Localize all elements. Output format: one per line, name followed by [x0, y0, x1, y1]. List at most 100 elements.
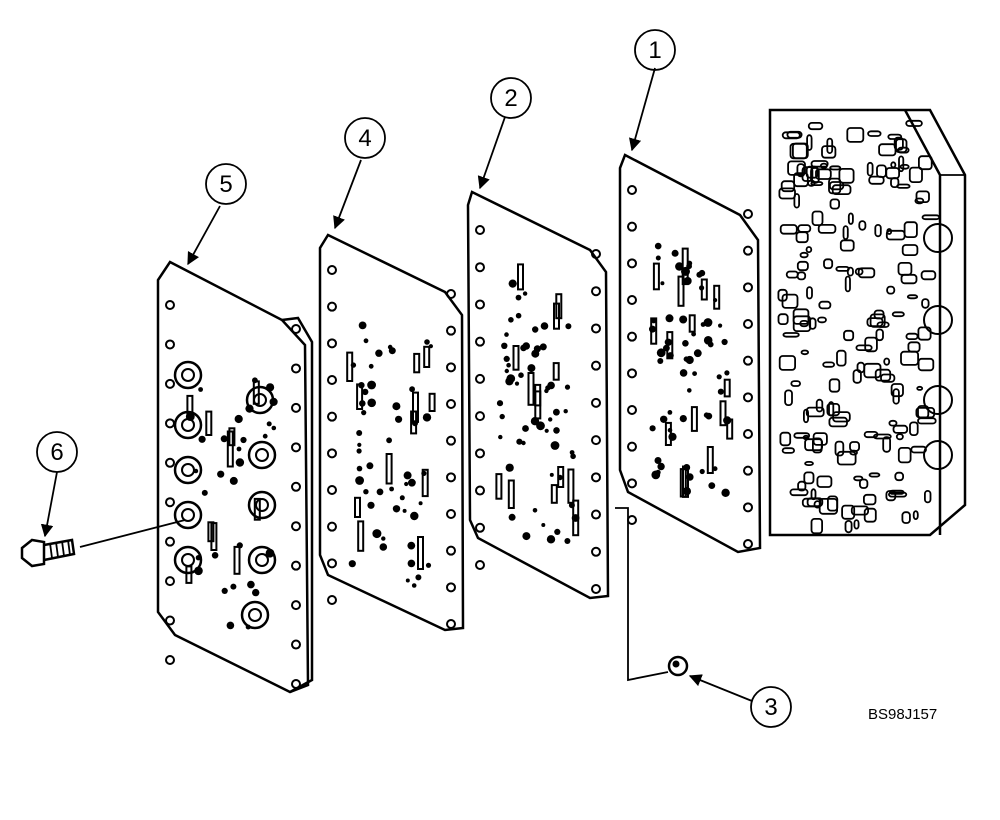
- casting-cavity: [846, 127, 865, 143]
- casting-cavity: [777, 313, 789, 326]
- casting-cavity: [898, 155, 905, 173]
- bolt-hole: [291, 402, 301, 413]
- casting-cavity: [826, 402, 841, 417]
- passage-hole: [692, 371, 697, 376]
- passage-hole: [386, 437, 392, 444]
- slot: [185, 565, 193, 584]
- bolt-hole: [475, 560, 485, 570]
- bolt-hole: [446, 325, 456, 336]
- bolt-hole: [743, 392, 753, 403]
- slot: [428, 392, 436, 412]
- passage-hole: [408, 478, 416, 487]
- passage-hole: [515, 294, 522, 301]
- passage-hole: [569, 450, 575, 455]
- passage-hole: [527, 364, 536, 373]
- casting-cavity: [901, 244, 919, 257]
- casting-cavity: [905, 332, 919, 341]
- casting-cavity: [917, 417, 937, 425]
- passage-hole: [703, 336, 713, 345]
- bolt-hole: [627, 405, 637, 415]
- boss-bore: [255, 448, 269, 462]
- passage-hole: [683, 356, 689, 362]
- casting-cavity: [882, 436, 892, 453]
- slot: [567, 468, 575, 504]
- casting-cavity: [841, 504, 856, 520]
- passage-hole: [665, 314, 674, 323]
- bolt-hole: [291, 324, 301, 334]
- passage-hole: [691, 331, 696, 337]
- slot: [410, 410, 418, 435]
- slot: [205, 410, 213, 437]
- casting-cavity: [778, 187, 796, 200]
- bolt-hole: [165, 339, 175, 350]
- slot: [527, 372, 535, 406]
- passage-hole: [389, 486, 394, 492]
- passage-hole: [362, 388, 369, 396]
- bolt-hole: [446, 399, 456, 409]
- passage-hole: [675, 262, 684, 271]
- casting-cavity: [849, 441, 861, 452]
- passage-hole: [501, 342, 508, 349]
- passage-hole: [541, 523, 546, 527]
- passage-hole: [724, 370, 730, 376]
- casting-cavity: [810, 518, 824, 535]
- bolt-hole: [327, 411, 337, 422]
- casting-cavity: [786, 130, 803, 139]
- passage-hole: [376, 488, 384, 496]
- casting-cavity: [784, 389, 793, 406]
- casting-cavity: [914, 197, 925, 205]
- bolt-hole: [291, 639, 301, 650]
- passage-hole: [262, 433, 268, 439]
- passage-hole: [564, 538, 571, 544]
- casting-cavity: [857, 267, 876, 279]
- casting-cavity: [894, 471, 904, 482]
- casting-cavity: [838, 167, 855, 184]
- bolt-hole: [743, 502, 753, 513]
- passage-hole: [395, 415, 403, 423]
- casting-cavity: [805, 246, 813, 254]
- passage-hole: [657, 462, 665, 471]
- passage-hole: [361, 410, 367, 416]
- casting-cavity: [802, 434, 810, 441]
- slot: [552, 362, 560, 381]
- casting-cavity: [892, 424, 909, 434]
- passage-hole: [717, 388, 725, 395]
- slot: [679, 468, 687, 498]
- casting-cavity: [918, 155, 933, 171]
- bolt-hole: [627, 478, 637, 489]
- casting-cavity: [903, 221, 918, 238]
- passage-hole: [387, 344, 393, 350]
- casting-cavity: [854, 267, 864, 276]
- bolt-hole: [446, 582, 456, 593]
- casting-cavity: [897, 446, 912, 464]
- bolt-hole: [165, 378, 175, 389]
- passage-hole: [498, 434, 503, 440]
- passage-hole: [367, 380, 376, 390]
- bolt-hole: [627, 258, 637, 269]
- casting-cavity: [799, 251, 809, 259]
- casting-cavity: [816, 475, 833, 488]
- slot: [517, 263, 524, 291]
- passage-hole: [687, 388, 692, 393]
- passage-hole: [655, 469, 661, 475]
- slot: [421, 468, 429, 498]
- slot: [719, 400, 727, 427]
- casting-cavity: [806, 134, 813, 151]
- bolt-hole: [627, 368, 637, 379]
- bolt-hole: [475, 336, 485, 347]
- slot: [357, 520, 365, 552]
- passage-hole: [392, 402, 401, 411]
- passage-hole: [682, 340, 689, 347]
- casting-cavity: [789, 488, 809, 497]
- passage-hole: [220, 435, 228, 443]
- casting-cavity: [829, 165, 842, 171]
- passage-hole: [563, 409, 568, 414]
- casting-cavity: [829, 181, 845, 191]
- casting-cavity: [806, 286, 813, 300]
- callout-1: 1: [634, 29, 676, 71]
- boss-bore: [255, 553, 269, 567]
- callout-label-6: 6: [50, 439, 63, 466]
- casting-cavity: [921, 214, 941, 221]
- bolt-hole: [743, 465, 753, 476]
- casting-cavity: [891, 311, 905, 318]
